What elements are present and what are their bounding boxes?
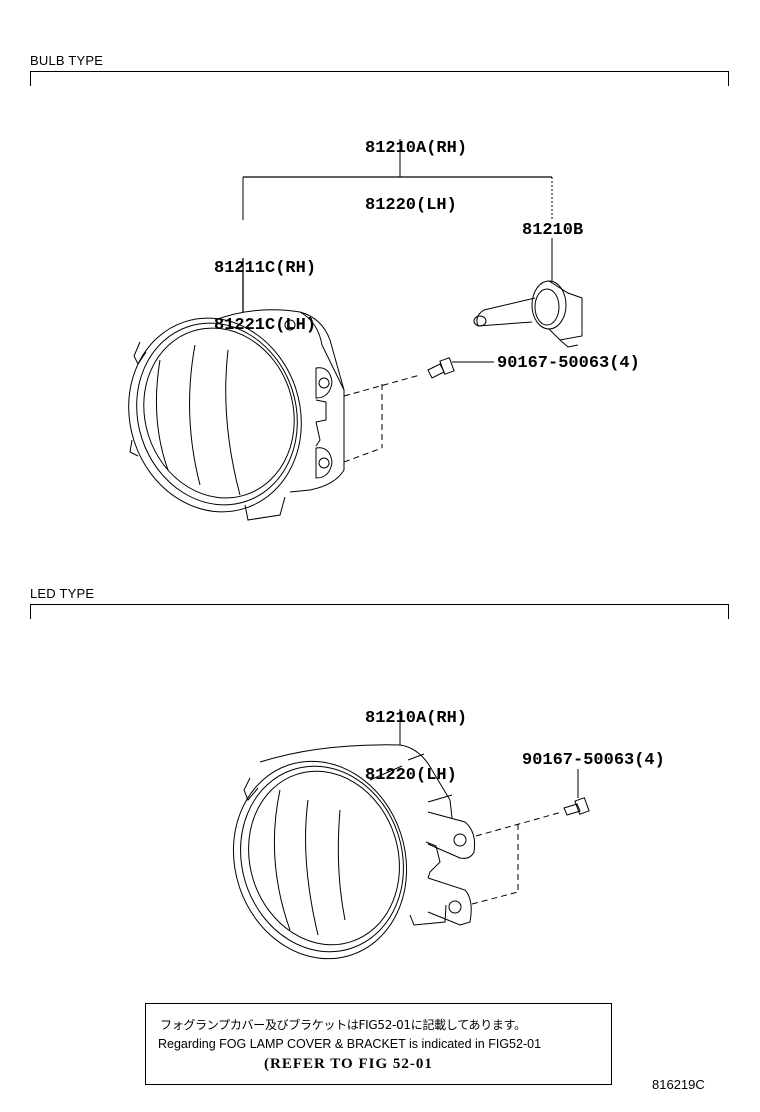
section-label-led-type: LED TYPE [30, 586, 95, 601]
callout-screw-bulb[interactable]: 90167-50063(4) [497, 354, 640, 373]
callout-bulb-assembly[interactable]: 81210A(RH) 81220(LH) [365, 101, 467, 234]
reference-note-box: フォグランプカバー及びブラケットはFIG52-01に記載してあります。 Rega… [145, 1003, 612, 1085]
part-number-rh: 81210A(RH) [365, 709, 468, 728]
fog-lamp-led-type-illustration[interactable] [208, 739, 476, 982]
figure-id: 816219C [652, 1077, 705, 1092]
part-number-rh: 81211C(RH) [214, 259, 317, 278]
section-bracket-bulb-type [30, 71, 729, 86]
mounting-guide-led [471, 811, 563, 905]
leader-lines-led [399, 709, 579, 798]
section-label-bulb-type: BULB TYPE [30, 53, 104, 68]
leader-lines-bulb [242, 139, 553, 363]
halogen-bulb-illustration[interactable] [473, 280, 583, 348]
part-number-lh: 81220(LH) [365, 196, 457, 215]
part-number-rh: 81210A(RH) [365, 139, 468, 158]
callout-led-assembly[interactable]: 81210A(RH) 81220(LH) [365, 671, 467, 804]
part-number-lh: 81220(LH) [365, 766, 457, 785]
screw-illustration-bulb[interactable] [427, 357, 455, 379]
note-japanese: フォグランプカバー及びブラケットはFIG52-01に記載してあります。 [160, 1018, 526, 1032]
note-english: Regarding FOG LAMP COVER & BRACKET is in… [158, 1037, 542, 1051]
screw-illustration-led[interactable] [563, 797, 590, 816]
callout-screw-led[interactable]: 90167-50063(4) [522, 751, 665, 770]
note-figure-reference[interactable]: (REFER TO FIG 52-01 [264, 1056, 433, 1072]
section-bracket-led-type [30, 604, 729, 619]
mounting-guide-bulb [343, 374, 421, 463]
fog-lamp-bulb-type-illustration[interactable] [104, 296, 345, 535]
callout-bulb[interactable]: 81210B [522, 221, 584, 240]
